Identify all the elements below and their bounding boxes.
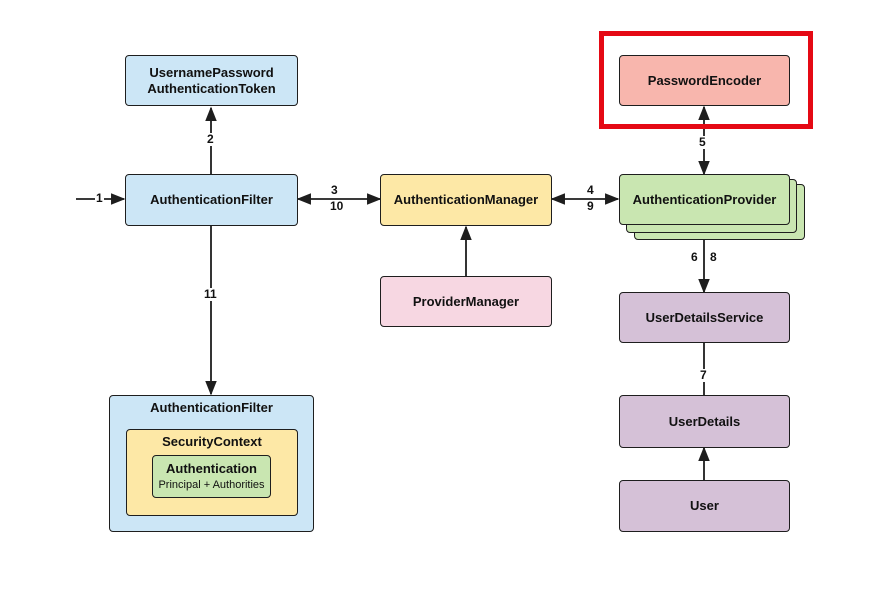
- password-encoder: PasswordEncoder: [619, 55, 790, 106]
- user-details-label: UserDetails: [668, 413, 741, 429]
- step-label-7: 7: [699, 368, 708, 382]
- user-details-service-label: UserDetailsService: [645, 309, 764, 325]
- user-details: UserDetails: [619, 395, 790, 448]
- user: User: [619, 480, 790, 532]
- password-encoder-highlight-frame: [599, 31, 813, 129]
- result-filter-title: AuthenticationFilter: [150, 400, 273, 415]
- authentication-provider: AuthenticationProvider: [619, 174, 790, 225]
- username-password-authentication-token: UsernamePassword AuthenticationToken: [125, 55, 298, 106]
- provider-manager-label: ProviderManager: [412, 293, 520, 309]
- authentication-filter: AuthenticationFilter: [125, 174, 298, 226]
- step-label-2: 2: [206, 132, 215, 146]
- authentication-manager-label: AuthenticationManager: [393, 192, 539, 207]
- step-label-9: 9: [586, 199, 595, 213]
- authentication-object: Authentication Principal + Authorities: [152, 455, 271, 498]
- principal-authorities-label: Principal + Authorities: [158, 478, 265, 491]
- authentication-provider-label: AuthenticationProvider: [632, 191, 777, 207]
- step-label-4: 4: [586, 183, 595, 197]
- security-context-title: SecurityContext: [162, 434, 262, 449]
- step-label-11: 11: [203, 287, 218, 301]
- user-details-service: UserDetailsService: [619, 292, 790, 343]
- token-line-1: UsernamePassword: [149, 64, 274, 80]
- password-encoder-label: PasswordEncoder: [647, 72, 762, 88]
- authentication-manager: AuthenticationManager: [380, 174, 552, 226]
- step-label-10: 10: [329, 199, 345, 213]
- authentication-filter-result: AuthenticationFilter SecurityContext Aut…: [109, 395, 314, 532]
- step-label-5: 5: [698, 135, 707, 149]
- step-label-6: 6: [690, 250, 699, 264]
- provider-manager: ProviderManager: [380, 276, 552, 327]
- security-context: SecurityContext Authentication Principal…: [126, 429, 298, 516]
- authentication-filter-label: AuthenticationFilter: [150, 192, 273, 207]
- step-label-8: 8: [709, 250, 718, 264]
- step-label-3: 3: [330, 183, 339, 197]
- user-label: User: [690, 498, 719, 513]
- step-label-1: 1: [95, 191, 104, 205]
- token-line-2: AuthenticationToken: [147, 80, 276, 96]
- authentication-label: Authentication: [166, 460, 257, 476]
